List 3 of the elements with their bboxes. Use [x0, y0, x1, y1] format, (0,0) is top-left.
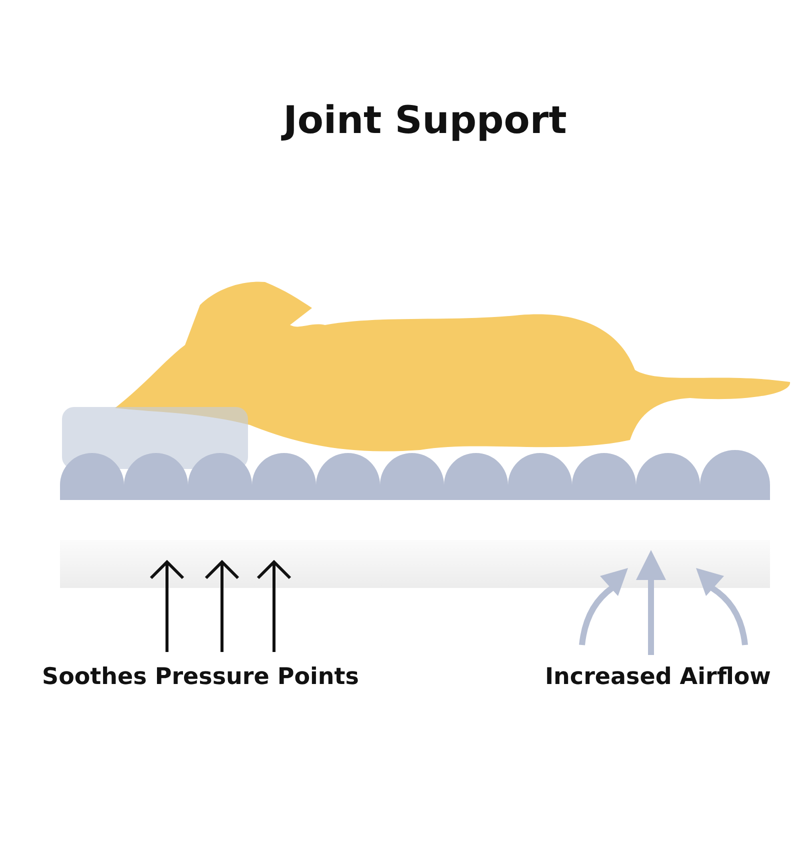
caption-label: Soothes Pressure Points	[42, 664, 359, 690]
caption-label: Increased Airflow	[545, 664, 771, 690]
title: Joint Support	[280, 98, 568, 142]
